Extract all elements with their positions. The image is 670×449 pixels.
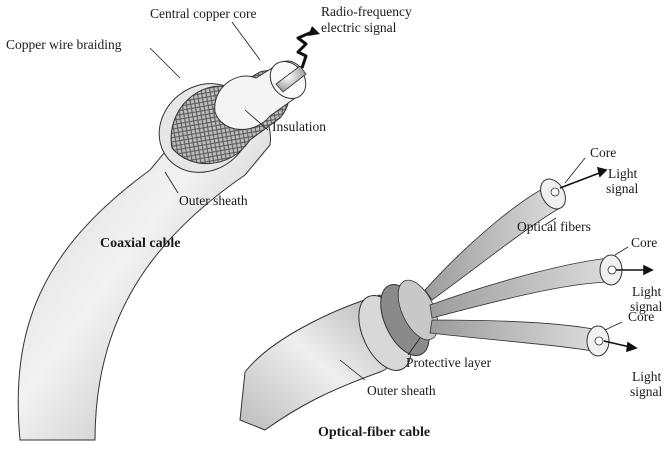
label-core-top: Core: [590, 145, 616, 160]
rf-signal-arrow: [298, 32, 312, 68]
optical-fiber-cable: Core Light signal Optical fibers Core Li…: [240, 145, 662, 440]
label-core-bottom: Core: [628, 309, 654, 324]
label-light-mid-1: Light: [632, 284, 661, 299]
core-bottom: [595, 337, 603, 345]
label-central-core: Central copper core: [150, 6, 256, 21]
label-rf-signal-2: electric signal: [321, 20, 397, 35]
label-fiber-outer-sheath: Outer sheath: [367, 383, 436, 398]
label-light-bottom-2: signal: [630, 384, 662, 399]
label-light-top-2: signal: [606, 181, 638, 196]
label-braiding: Copper wire braiding: [6, 37, 122, 52]
label-insulation: Insulation: [272, 119, 326, 134]
caption-optical-fiber: Optical-fiber cable: [318, 425, 430, 440]
core-top: [551, 188, 559, 196]
label-protective-layer: Protective layer: [406, 355, 492, 370]
core-mid: [608, 266, 616, 274]
label-light-top-1: Light: [608, 166, 637, 181]
label-core-mid: Core: [631, 235, 657, 250]
label-light-bottom-1: Light: [632, 369, 661, 384]
caption-coaxial: Coaxial cable: [100, 236, 181, 251]
label-coax-outer-sheath: Outer sheath: [179, 193, 248, 208]
label-optical-fibers: Optical fibers: [517, 219, 591, 234]
label-rf-signal-1: Radio-frequency: [321, 4, 412, 19]
fiber-bundle-bottom: [430, 320, 598, 352]
